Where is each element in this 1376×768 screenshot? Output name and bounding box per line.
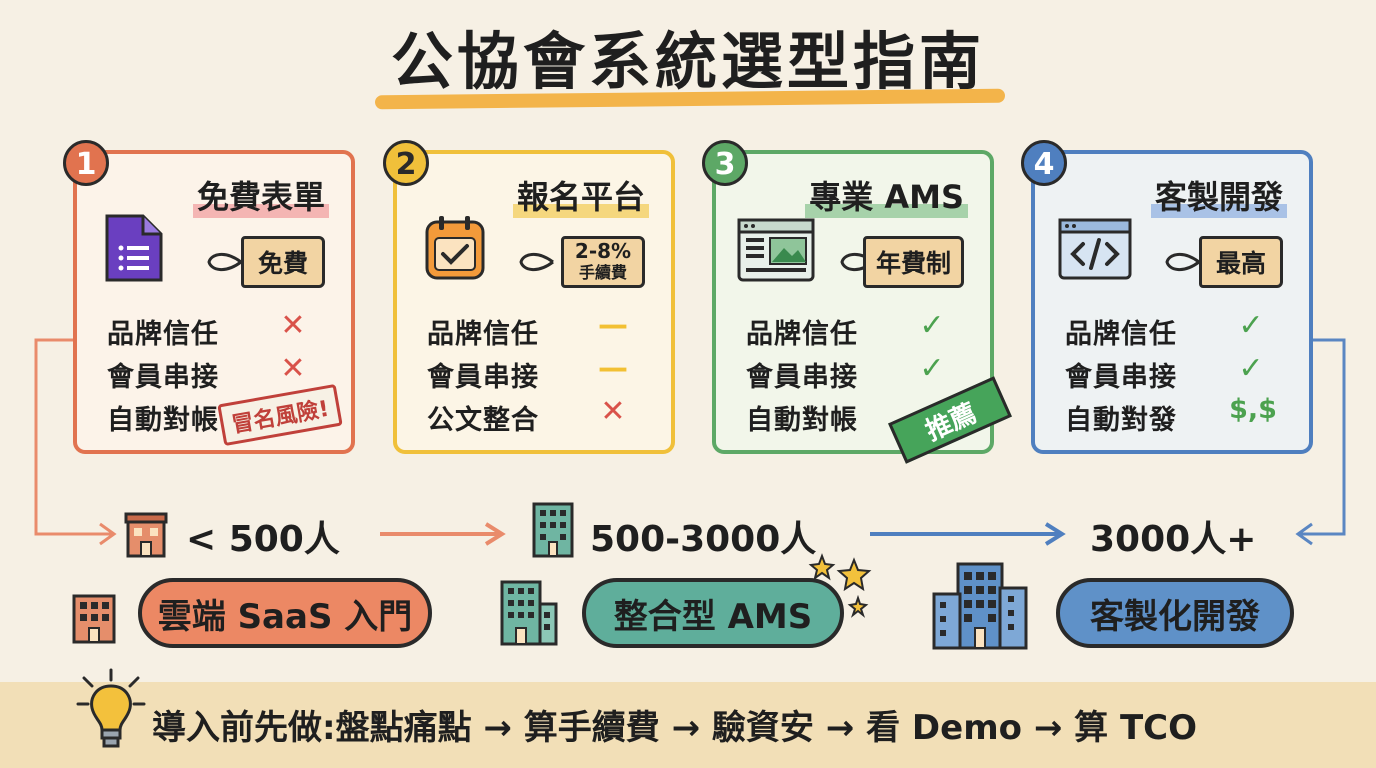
- price-tag: 年費制: [862, 236, 964, 288]
- feature-label: 品牌信任: [746, 319, 858, 350]
- tag-string-icon: [840, 253, 875, 271]
- tag-string-icon: [1165, 253, 1200, 271]
- card-title: 專業 AMS: [805, 172, 968, 218]
- dollar-icon: $,$: [1229, 394, 1277, 425]
- tag-string-icon: [207, 253, 242, 271]
- tag-string-icon: [519, 253, 554, 271]
- cross-icon: ✕: [600, 394, 626, 429]
- check-icon: ✓: [1238, 308, 1264, 343]
- form-document-icon: [105, 214, 163, 282]
- card-registration-platform: 報名平台 2-8% 手續費 品牌信任 — 會員串接 — 公文整合 ✕: [393, 150, 675, 454]
- step-number-badge: 2: [383, 140, 429, 186]
- step-number-badge: 4: [1021, 140, 1067, 186]
- tier-label-large: 3000人+: [1090, 519, 1257, 560]
- card-custom-development: 客製開發 最高 品牌信任 ✓ 會員串接 ✓ 自動對發 $,$: [1031, 150, 1313, 454]
- lightbulb-icon: [76, 668, 146, 748]
- feature-label: 品牌信任: [107, 319, 219, 350]
- feature-label: 會員串接: [1065, 362, 1177, 393]
- recommendation-bubble-ams: 整合型 AMS: [582, 578, 844, 648]
- feature-label: 自動對帳: [746, 405, 858, 436]
- small-building-icon: [72, 594, 116, 644]
- code-window-icon: [1058, 218, 1132, 280]
- feature-label: 自動對帳: [107, 405, 219, 436]
- medium-building-icon: [532, 502, 574, 558]
- card-professional-ams: 專業 AMS 年費制 品牌信任 ✓ 會員串接 ✓ 自動對帳 ✓ 推薦: [712, 150, 1012, 464]
- page-title: 公協會系統選型指南: [390, 25, 985, 98]
- implementation-tip: 導入前先做:盤點痛點 → 算手續費 → 驗資安 → 看 Demo → 算 TCO: [152, 708, 1198, 748]
- check-icon: ✓: [1238, 351, 1264, 386]
- price-tag: 2-8% 手續費: [561, 236, 645, 288]
- medium-building-icon: [500, 580, 558, 646]
- price-tag: 最高: [1199, 236, 1283, 288]
- card-title: 報名平台: [513, 172, 649, 218]
- check-icon: ✓: [919, 308, 945, 343]
- small-building-icon: [124, 512, 168, 558]
- card-free-form: 免費表單 免費 品牌信任 ✕ 會員串接 ✕ 自動對帳 冒名風險!: [73, 150, 355, 454]
- card-title: 免費表單: [193, 172, 329, 218]
- tier-label-small: < 500人: [186, 519, 340, 560]
- tier-label-medium: 500-3000人: [590, 519, 817, 560]
- price-tag-fee: 手續費: [578, 263, 627, 282]
- recommendation-bubble-custom: 客製化開發: [1056, 578, 1294, 648]
- price-tag-rate: 2-8%: [574, 239, 632, 263]
- feature-label: 品牌信任: [427, 319, 539, 350]
- calendar-check-icon: [425, 216, 485, 280]
- dash-icon: —: [598, 351, 628, 386]
- feature-label: 會員串接: [427, 362, 539, 393]
- card-title: 客製開發: [1151, 172, 1287, 218]
- cross-icon: ✕: [280, 308, 306, 343]
- feature-label: 公文整合: [427, 405, 539, 436]
- browser-window-icon: [737, 218, 815, 282]
- large-building-icon: [932, 562, 1028, 650]
- recommendation-bubble-saas: 雲端 SaaS 入門: [138, 578, 432, 648]
- tip-bar: [0, 682, 1376, 768]
- feature-label: 自動對發: [1065, 405, 1177, 436]
- dash-icon: —: [598, 308, 628, 343]
- feature-label: 會員串接: [107, 362, 219, 393]
- feature-label: 品牌信任: [1065, 319, 1177, 350]
- feature-label: 會員串接: [746, 362, 858, 393]
- check-icon: ✓: [919, 351, 945, 386]
- price-tag: 免費: [241, 236, 325, 288]
- step-number-badge: 3: [702, 140, 748, 186]
- step-number-badge: 1: [63, 140, 109, 186]
- sparkle-stars-icon: [808, 553, 872, 618]
- cross-icon: ✕: [280, 351, 306, 386]
